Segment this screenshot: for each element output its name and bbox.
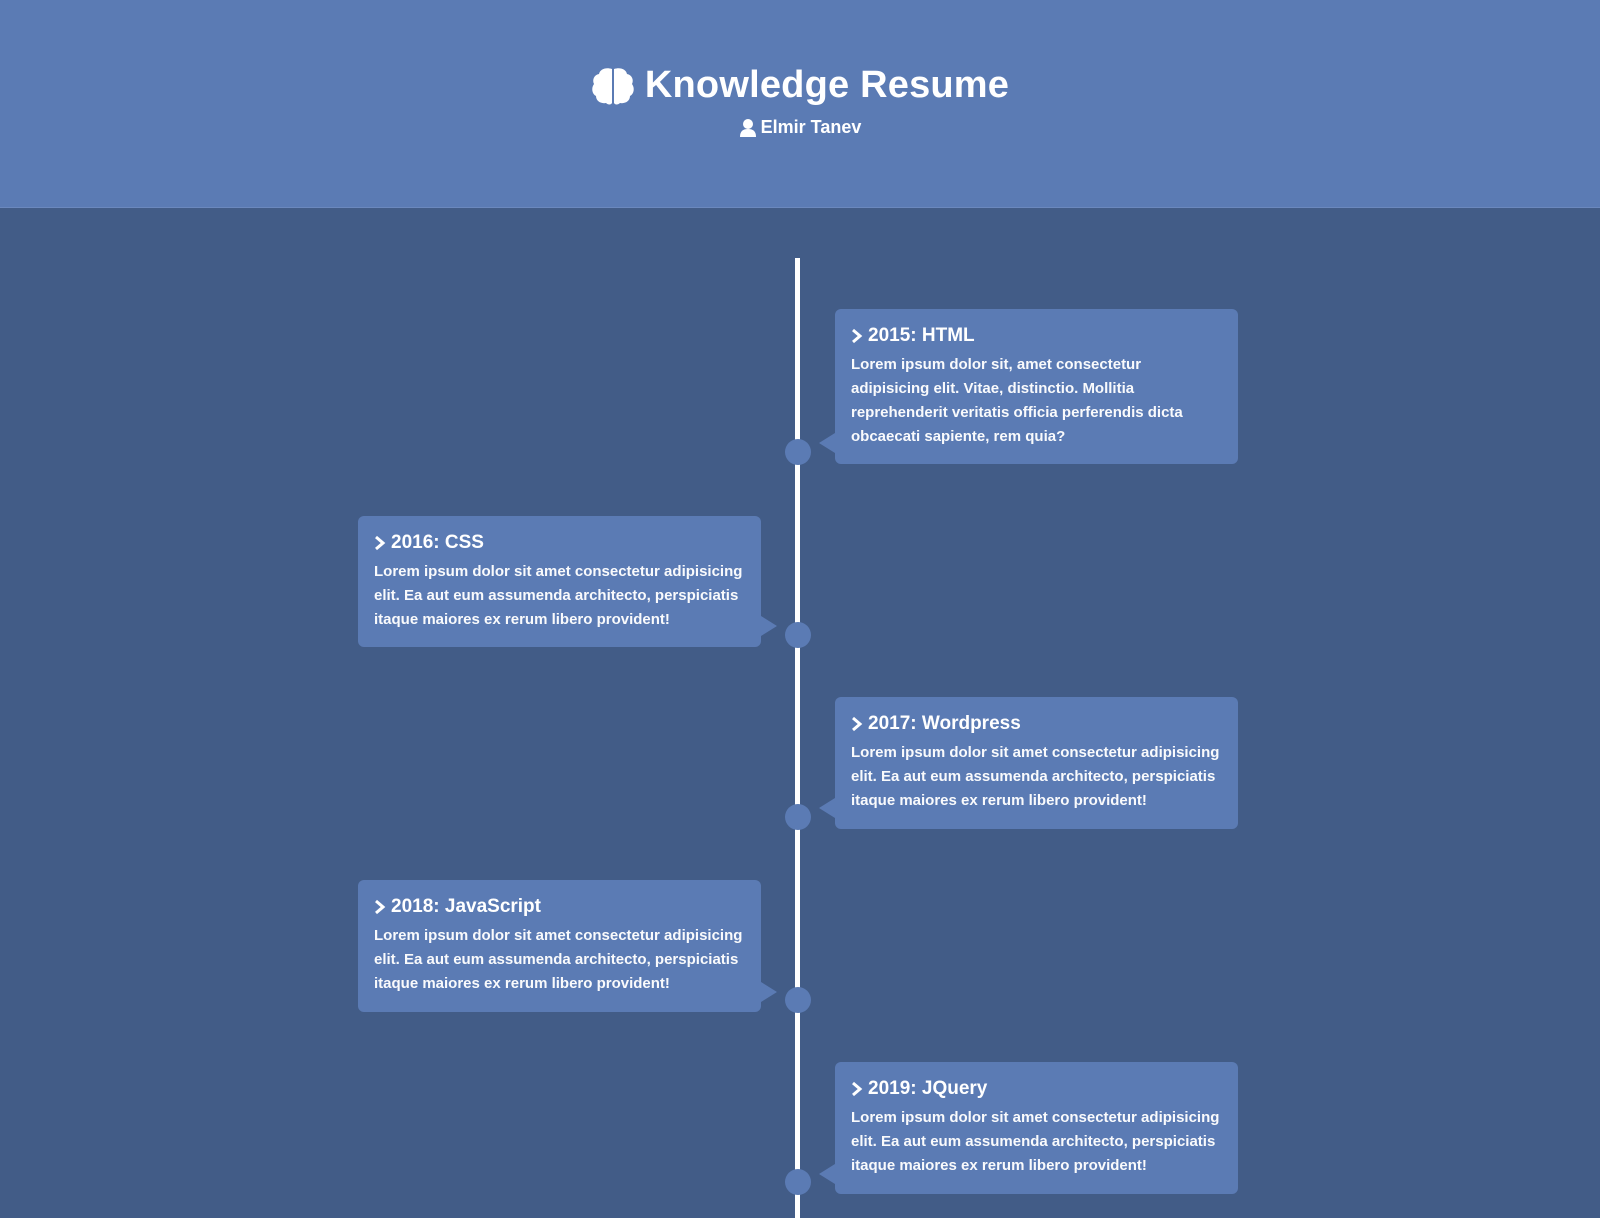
card-title: 2017: Wordpress bbox=[851, 713, 1222, 735]
timeline-line bbox=[795, 258, 800, 1218]
timeline-card: 2018: JavaScript Lorem ipsum dolor sit a… bbox=[358, 880, 777, 1012]
timeline-card: 2019: JQuery Lorem ipsum dolor sit amet … bbox=[819, 1062, 1238, 1194]
card-title: 2016: CSS bbox=[374, 532, 745, 554]
card-text: Lorem ipsum dolor sit, amet consectetur … bbox=[851, 356, 1183, 445]
card-title-text: 2017: Wordpress bbox=[868, 713, 1021, 734]
card-text: Lorem ipsum dolor sit amet consectetur a… bbox=[374, 563, 743, 628]
user-icon bbox=[739, 118, 757, 138]
card-title-text: 2019: JQuery bbox=[868, 1078, 988, 1099]
title-row: Knowledge Resume bbox=[0, 64, 1600, 107]
timeline-dot bbox=[785, 1169, 811, 1195]
card-text: Lorem ipsum dolor sit amet consectetur a… bbox=[851, 1109, 1220, 1174]
timeline-card: 2015: HTML Lorem ipsum dolor sit, amet c… bbox=[819, 309, 1238, 464]
timeline-dot bbox=[785, 804, 811, 830]
card-title: 2018: JavaScript bbox=[374, 896, 745, 918]
card-text: Lorem ipsum dolor sit amet consectetur a… bbox=[374, 927, 743, 992]
timeline-card: 2016: CSS Lorem ipsum dolor sit amet con… bbox=[358, 516, 777, 647]
timeline-card: 2017: Wordpress Lorem ipsum dolor sit am… bbox=[819, 697, 1238, 829]
card-pointer bbox=[761, 616, 777, 636]
chevron-right-icon bbox=[374, 899, 386, 915]
chevron-right-icon bbox=[851, 1081, 863, 1097]
chevron-right-icon bbox=[374, 535, 386, 551]
card-title-text: 2016: CSS bbox=[391, 532, 484, 553]
card-pointer bbox=[819, 433, 835, 453]
card-text: Lorem ipsum dolor sit amet consectetur a… bbox=[851, 744, 1220, 809]
card-title: 2019: JQuery bbox=[851, 1078, 1222, 1100]
card-title-text: 2018: JavaScript bbox=[391, 896, 541, 917]
card-pointer bbox=[819, 1164, 835, 1184]
chevron-right-icon bbox=[851, 716, 863, 732]
card-title: 2015: HTML bbox=[851, 325, 1222, 347]
page-header: Knowledge Resume Elmir Tanev bbox=[0, 0, 1600, 208]
timeline-dot bbox=[785, 987, 811, 1013]
page-title: Knowledge Resume bbox=[644, 64, 1010, 106]
author-name: Elmir Tanev bbox=[760, 117, 862, 137]
card-title-text: 2015: HTML bbox=[868, 325, 975, 346]
chevron-right-icon bbox=[851, 328, 863, 344]
timeline-dot bbox=[785, 439, 811, 465]
author-row: Elmir Tanev bbox=[0, 117, 1600, 138]
brain-icon bbox=[591, 66, 635, 106]
timeline-section: 2015: HTML Lorem ipsum dolor sit, amet c… bbox=[0, 208, 1600, 1218]
timeline-dot bbox=[785, 622, 811, 648]
card-pointer bbox=[819, 798, 835, 818]
card-pointer bbox=[761, 982, 777, 1002]
